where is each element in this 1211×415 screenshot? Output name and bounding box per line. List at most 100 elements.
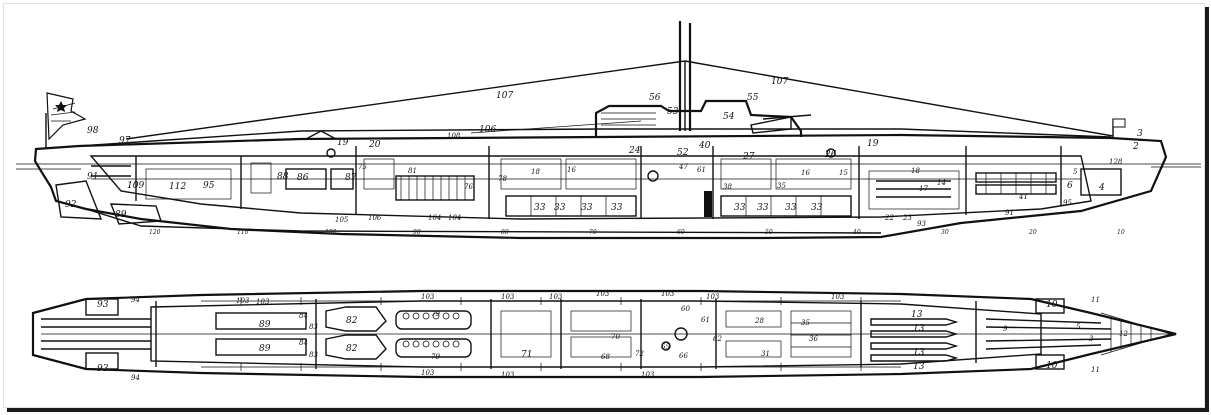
callout-label: 6: [1067, 181, 1073, 191]
callout-label: 78: [498, 175, 507, 183]
callout-label: 75: [358, 163, 367, 171]
callout-label: 38: [723, 183, 732, 191]
callout-label: 17: [919, 185, 928, 193]
callout-label: 19: [867, 139, 879, 149]
callout-label: 103: [256, 298, 270, 306]
callout-label: 35: [777, 182, 786, 190]
callout-label: 54: [723, 112, 735, 122]
callout-label: 82: [346, 316, 358, 326]
deck-fittings: [201, 297, 901, 371]
callout-label: 19: [337, 138, 349, 148]
callout-label: 89: [115, 210, 127, 220]
callout-label: 103: [421, 293, 435, 301]
callout-label: 14: [937, 179, 946, 187]
callout-label: 89: [259, 320, 271, 330]
callout-label: 13: [911, 310, 923, 320]
callout-label: 35: [801, 319, 810, 327]
callout-label: 97: [119, 136, 131, 146]
callout-label: 103: [501, 293, 515, 301]
callout-label: 103: [831, 293, 845, 301]
deck-line: [78, 128, 1112, 147]
callout-label: 24: [628, 146, 641, 156]
callout-label: 68: [601, 353, 610, 361]
frame-number: 110: [237, 229, 249, 236]
callout-label: 107: [496, 91, 513, 101]
electric-motors: [215, 312, 307, 356]
callout-label: 93: [917, 220, 926, 228]
callout-label: 94: [131, 374, 140, 382]
callout-label: 18: [911, 167, 920, 175]
bulkheads: [91, 146, 1081, 219]
callout-label: 55: [747, 93, 759, 103]
callout-label: 13: [913, 362, 925, 372]
flag-icon: [46, 92, 87, 141]
callout-label: 89: [259, 344, 271, 354]
callout-label: 18: [531, 168, 540, 176]
callout-label: 103: [641, 371, 655, 379]
callout-label: 41: [1018, 193, 1028, 201]
bow-gun: [305, 130, 337, 140]
callout-label: 66: [679, 352, 688, 360]
callout-label: 31: [761, 350, 770, 358]
callout-label: 76: [464, 183, 473, 191]
callout-label: 3: [1137, 129, 1143, 139]
side-elevation: 1071075556535410610898972019195240272624…: [16, 21, 1201, 240]
frame-number: 120: [149, 229, 161, 236]
frame-number: 70: [589, 229, 597, 236]
callout-label: 103: [501, 371, 515, 379]
callout-label: 4: [1098, 183, 1105, 193]
callout-label: 103: [596, 290, 610, 298]
flag-stripes: [50, 102, 76, 122]
callout-label: 84: [299, 312, 308, 320]
diesel-engines: [285, 168, 475, 201]
stern-shafts: [41, 298, 151, 370]
control-panel: [704, 191, 712, 217]
callout-label: 104: [428, 214, 441, 222]
callout-label: 40: [698, 141, 711, 151]
callout-label: 33: [554, 203, 566, 213]
interior-details: [326, 112, 852, 217]
callout-label: 28: [754, 317, 764, 325]
frame-number: 50: [765, 229, 773, 236]
callout-label: 11: [1091, 296, 1100, 304]
callout-label: 26: [824, 150, 837, 160]
torpedo-reloads: [868, 170, 960, 210]
callout-label: 95: [1063, 199, 1072, 207]
callout-label: 70: [611, 333, 620, 341]
callout-label: 106: [479, 125, 496, 135]
callout-label: 10: [1046, 300, 1058, 310]
bow-jack: [1112, 118, 1126, 128]
callout-label: 3: [1089, 335, 1094, 343]
callout-label: 16: [567, 166, 576, 174]
callout-label: 33: [785, 203, 797, 213]
frame-number: 60: [677, 229, 685, 236]
callout-label: 33: [811, 203, 823, 213]
stern-plane: [109, 203, 162, 225]
callout-label: 105: [335, 216, 349, 224]
callout-label: 60: [681, 305, 690, 313]
plan-bow-tubes: [985, 298, 1173, 370]
callout-label: 94: [131, 296, 140, 304]
callout-label: 33: [611, 203, 623, 213]
rudder: [55, 180, 103, 220]
plan-torpedoes: [870, 318, 959, 362]
callout-label: 84: [299, 339, 308, 347]
callout-label: 83: [309, 323, 318, 331]
callout-label: 104: [448, 214, 461, 222]
callout-label: 11: [1091, 366, 1100, 374]
pressure-hull: [89, 155, 1092, 220]
callout-label: 20: [368, 140, 381, 150]
conning-tower: [594, 99, 803, 137]
callout-label: 52: [677, 148, 689, 158]
callout-label: 107: [771, 77, 788, 87]
callout-label: 103: [706, 293, 720, 301]
callout-label: 16: [801, 169, 810, 177]
callout-label: 12: [1119, 330, 1128, 338]
callout-label: 47: [678, 163, 688, 171]
callout-label: 91: [1005, 209, 1014, 217]
callout-label: 108: [447, 132, 461, 140]
callout-label: 103: [661, 290, 675, 298]
